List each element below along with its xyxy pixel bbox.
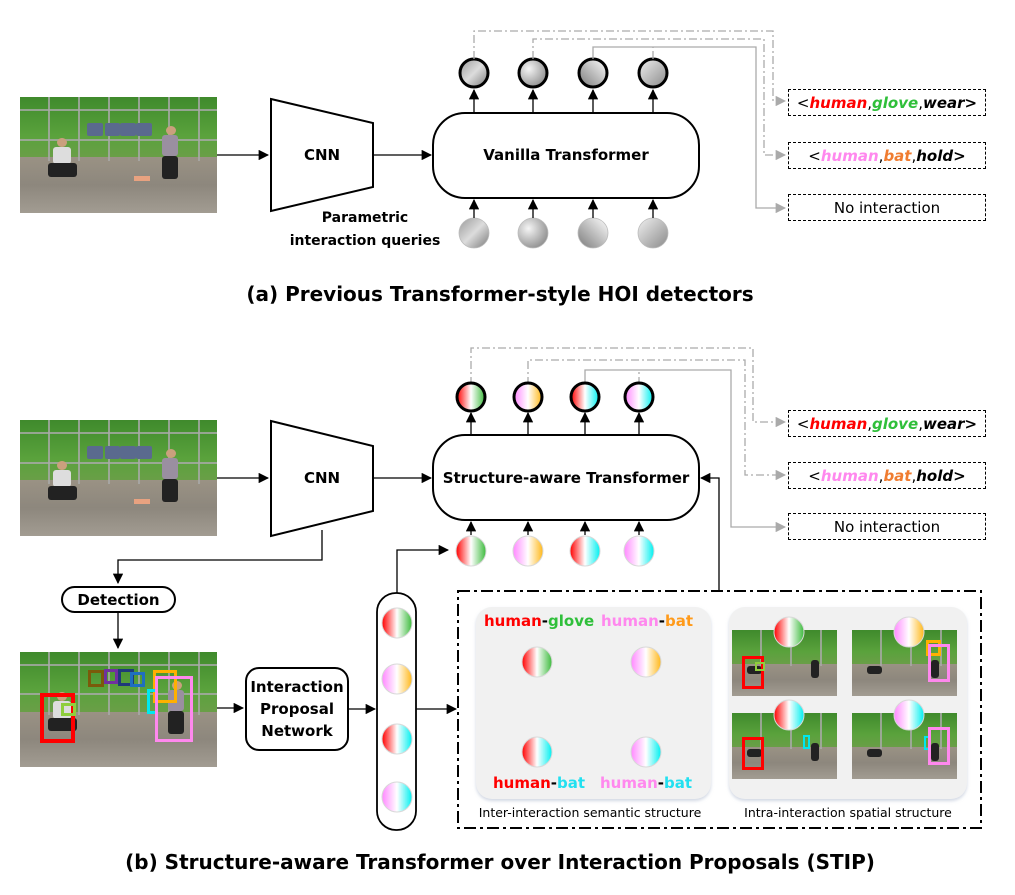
vanilla-transformer-label: Vanilla Transformer xyxy=(483,146,649,164)
semantic-structure-panel xyxy=(476,607,711,799)
output-query-a-1 xyxy=(458,57,490,89)
bbox-bat xyxy=(803,735,810,749)
output-box-b-1: <human, glove, wear> xyxy=(788,410,986,437)
spatial-image-2 xyxy=(852,630,957,696)
arrow-cnn-to-detection xyxy=(112,530,323,585)
semantic-structure-caption: Inter-interaction semantic structure xyxy=(478,805,702,820)
bbox-catcher xyxy=(40,693,75,743)
input-image-b xyxy=(20,420,217,536)
bbox-bystander-4 xyxy=(130,672,145,687)
cnn-label-b: CNN xyxy=(303,469,341,487)
caption-b: (b) Structure-aware Transformer over Int… xyxy=(125,850,875,874)
caption-a: (a) Previous Transformer-style HOI detec… xyxy=(246,282,754,306)
verb-hold: hold xyxy=(916,466,954,485)
node-label-human-glove: human-glove xyxy=(484,612,595,630)
subject-human: human xyxy=(820,146,879,165)
output-box-a-2: <human, bat, hold> xyxy=(788,142,986,169)
bbox-bystander-2 xyxy=(104,669,118,684)
output-queries-a xyxy=(458,57,669,113)
bbox-batter xyxy=(928,727,950,765)
output-box-b-3: No interaction xyxy=(788,513,986,540)
cnn-block-b xyxy=(270,419,374,538)
verb-hold: hold xyxy=(916,146,954,165)
output-query-a-2 xyxy=(517,57,549,89)
arrow-structures-to-transformer xyxy=(699,472,720,591)
bbox-glove xyxy=(755,662,765,671)
structure-aware-transformer-label: Structure-aware Transformer xyxy=(442,469,690,487)
output-query-a-4 xyxy=(637,57,669,89)
no-interaction-label: No interaction xyxy=(833,198,941,217)
bbox-bat-top xyxy=(926,640,941,656)
spatial-structure-caption: Intra-interaction spatial structure xyxy=(744,805,952,820)
bbox-batter xyxy=(928,644,950,682)
subject-human: human xyxy=(820,466,879,485)
node-label-human-bat-2: human-bat xyxy=(493,774,586,792)
object-glove: glove xyxy=(872,93,919,112)
bbox-bat-top xyxy=(153,670,177,703)
cnn-block-a xyxy=(270,97,374,213)
node-label-human-bat-3: human-bat xyxy=(600,774,693,792)
detected-image xyxy=(20,652,217,767)
output-box-a-3: No interaction xyxy=(788,194,986,221)
output-query-a-3 xyxy=(577,57,609,89)
routing-lines-a xyxy=(473,30,787,214)
transformer-b-arrows xyxy=(465,411,645,535)
structure-priors-box xyxy=(457,590,982,829)
interaction-proposal-network-block: Interaction Proposal Network xyxy=(245,667,349,751)
no-interaction-label: No interaction xyxy=(833,517,941,536)
ipn-label-line2: Proposal xyxy=(260,700,334,718)
ipn-label-line1: Interaction xyxy=(250,678,344,696)
object-bat: bat xyxy=(883,146,912,165)
cnn-label-a: CNN xyxy=(303,146,341,164)
spatial-image-1 xyxy=(732,630,837,696)
spatial-image-3 xyxy=(732,713,837,779)
interaction-proposals-container xyxy=(376,592,417,831)
subject-human: human xyxy=(809,93,868,112)
verb-wear: wear xyxy=(922,93,965,112)
detection-block: Detection xyxy=(61,586,176,613)
vanilla-transformer-block xyxy=(432,112,700,199)
structure-aware-transformer-block xyxy=(432,434,700,521)
verb-wear: wear xyxy=(922,414,965,433)
bbox-glove xyxy=(61,703,76,716)
detection-label: Detection xyxy=(77,590,160,609)
output-box-a-1: <human, glove, wear> xyxy=(788,89,986,116)
ipn-label-line3: Network xyxy=(261,722,333,740)
bbox-batter xyxy=(155,676,193,742)
object-bat: bat xyxy=(883,466,912,485)
bbox-bystander-1 xyxy=(88,670,104,687)
bbox-catcher xyxy=(742,737,764,770)
input-query-a-3 xyxy=(577,217,609,249)
queries-label-line1: Parametric xyxy=(321,210,409,226)
input-query-a-2 xyxy=(517,217,549,249)
output-box-b-2: <human, bat, hold> xyxy=(788,462,986,489)
spatial-image-4 xyxy=(852,713,957,779)
object-glove: glove xyxy=(872,414,919,433)
arrow-proposals-to-queries xyxy=(396,544,450,593)
bbox-catcher xyxy=(742,656,764,689)
node-label-human-bat-1: human-bat xyxy=(601,612,694,630)
input-query-a-1 xyxy=(458,217,490,249)
input-queries-a xyxy=(458,198,669,249)
queries-label-line2: interaction queries xyxy=(289,233,441,249)
subject-human: human xyxy=(809,414,868,433)
input-query-a-4 xyxy=(637,217,669,249)
input-image-a xyxy=(20,97,217,213)
